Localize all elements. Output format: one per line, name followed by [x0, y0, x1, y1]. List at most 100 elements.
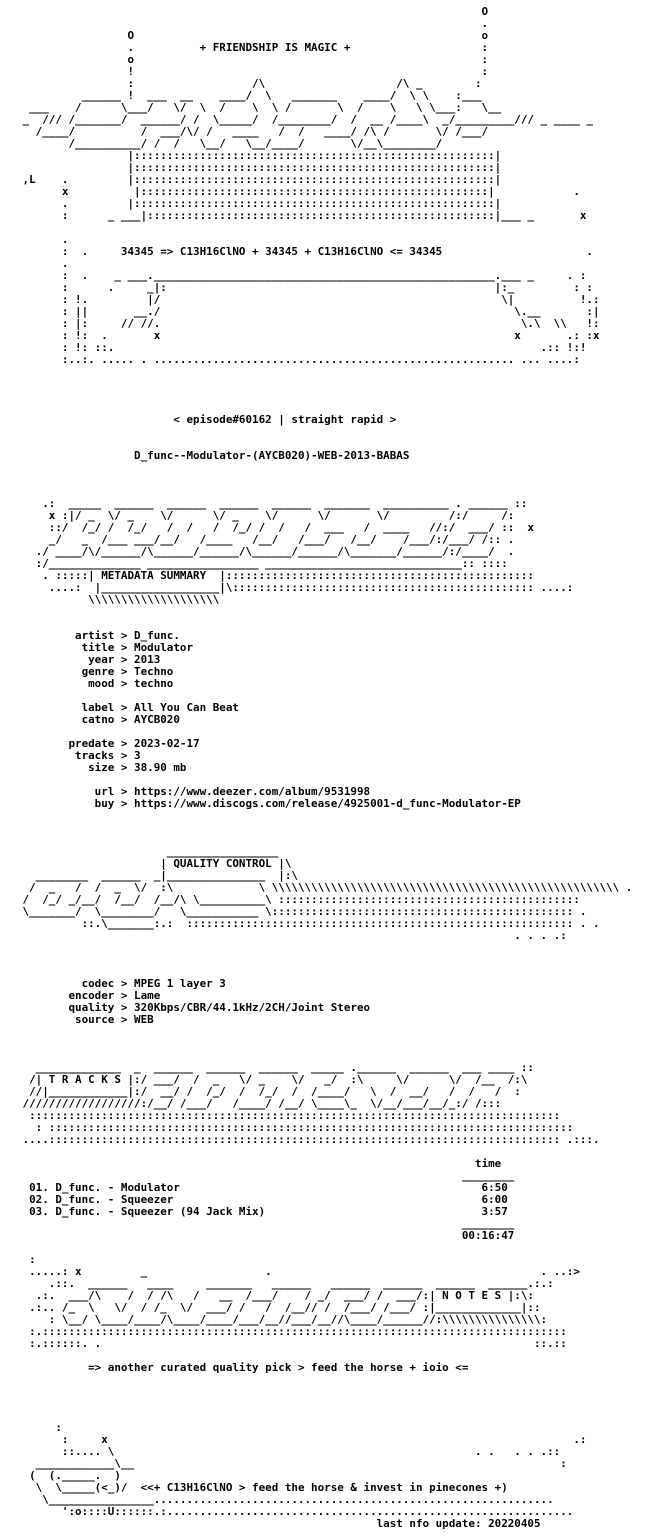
nfo-line: _/ _ /___ ___/__/ /____ /__/ /___/ /__/ … [16, 533, 515, 546]
nfo-line: year > 2013 [16, 653, 161, 666]
nfo-line [16, 810, 640, 822]
nfo-line: : [16, 1253, 36, 1266]
nfo-line: codec > MPEG 1 layer 3 [16, 977, 226, 990]
nfo-line: => another curated quality pick > feed t… [16, 1361, 469, 1374]
nfo-line: / _ / / _ \/ :\ \ \\\\\\\\\\\\\\\\\\\\\\… [16, 881, 633, 894]
nfo-line [16, 1410, 640, 1422]
nfo-line: ':o::::U::::::.:........................… [16, 1505, 574, 1518]
nfo-line [16, 462, 640, 474]
nfo-line: : ::::::::::::::::::::::::::::::::::::::… [16, 1121, 574, 1134]
nfo-line: _ /// /_______/ ______/ / \_____/ /_____… [16, 113, 593, 126]
nfo-line [16, 1026, 640, 1038]
nfo-line: : \__/ \____/____/\____/____/___/__//___… [16, 1313, 548, 1326]
nfo-line: .:. ___/\ / / /\ / __ /___/ / _/ ___/ / … [16, 1289, 534, 1302]
nfo-line: buy > https://www.discogs.com/release/49… [16, 797, 521, 810]
nfo-line [16, 1398, 640, 1410]
nfo-line: /| T R A C K S |:/ ___/ / _ \/ _ \/ _/ :… [16, 1073, 528, 1086]
nfo-line: . + FRIENDSHIP IS MAGIC + : [16, 41, 489, 54]
nfo-line: ___ / \___/ \/ \ / \ \ / \ / \ \ \___: \… [16, 101, 502, 114]
nfo-line: 00:16:47 [16, 1229, 515, 1242]
nfo-line: ::.... \ . . . . .:: [16, 1445, 561, 1458]
nfo-line: . [16, 233, 69, 246]
nfo-line: \________________.......................… [16, 1493, 554, 1506]
nfo-line: o : [16, 53, 489, 66]
nfo-line: : x .: [16, 1433, 587, 1446]
nfo-line: < episode#60162 | straight rapid > [16, 413, 397, 426]
nfo-line: ....::::::::::::::::::::::::::::::::::::… [16, 1133, 600, 1146]
nfo-line: :..:. ..... . ..........................… [16, 353, 580, 366]
nfo-line: :.::::::::::::::::::::::::::::::::::::::… [16, 1325, 567, 1338]
nfo-line: catno > AYCB020 [16, 713, 180, 726]
nfo-line [16, 942, 640, 954]
nfo-line: /__________/ / / \__/ \__/____/ \/__\___… [16, 137, 443, 150]
nfo-line [16, 1242, 640, 1254]
nfo-line: ::.\_______:.: :::::::::::::::::::::::::… [16, 917, 600, 930]
nfo-line: : !: ::. .:: !:! [16, 341, 587, 354]
nfo-line: time [16, 1157, 502, 1170]
nfo-line: url > https://www.deezer.com/album/95319… [16, 785, 371, 798]
nfo-line: x :|/ _ \/ _ \/ \/ _ \/ \/ \/ /:/ /: [16, 509, 515, 522]
nfo-line: . . . .: [16, 929, 567, 942]
nfo-line: : . _ ___.______________________________… [16, 269, 587, 282]
nfo-line [16, 1386, 640, 1398]
nfo-line: 03. D_func. - Squeezer (94 Jack Mix) 3:5… [16, 1205, 508, 1218]
nfo-line [16, 378, 640, 390]
nfo-line: : |: // //. \.\ \\ !: [16, 317, 600, 330]
nfo-line: :/______________ _________________ _____… [16, 557, 508, 570]
nfo-line [16, 1374, 640, 1386]
nfo-line: _________________ [16, 845, 285, 858]
nfo-line: : . 34345 => C13H16ClNO + 34345 + C13H16… [16, 245, 593, 258]
nfo-line: O [16, 6, 489, 18]
nfo-line: artist > D_func. [16, 629, 180, 642]
nfo-line [16, 822, 640, 834]
nfo-line: : || __./ \.__ :| [16, 305, 600, 318]
nfo-line: .....: x _ . . ..:> [16, 1265, 580, 1278]
nfo-line: . [16, 257, 69, 270]
nfo-line: |:::::::::::::::::::::::::::::::::::::::… [16, 149, 502, 162]
nfo-line: label > All You Can Beat [16, 701, 239, 714]
nfo-line: :.::::::. . ::.:: [16, 1337, 567, 1350]
nfo-line: title > Modulator [16, 641, 194, 654]
nfo-line: /____/ / ___/\/ / ____ / / ____/ /\ / \/… [16, 125, 489, 138]
nfo-line: . |:::::::::::::::::::::::::::::::::::::… [16, 197, 502, 210]
nfo-line: ________ [16, 1217, 515, 1230]
nfo-line [16, 366, 640, 378]
nfo-line [16, 474, 640, 486]
nfo-line: ....: |__________________|\:::::::::::::… [16, 581, 574, 594]
nfo-line: : _ ___|::::::::::::::::::::::::::::::::… [16, 209, 587, 222]
nfo-text-block: O . O o . + FRIENDSHIP IS MAGIC + [16, 6, 640, 1530]
nfo-line: ( (._____. ) [16, 1469, 121, 1482]
nfo-line: tracks > 3 [16, 749, 141, 762]
nfo-line: \ \_____(<_)/ <<+ C13H16ClNO > feed the … [16, 1481, 508, 1494]
nfo-line [16, 426, 640, 438]
nfo-line [16, 606, 640, 618]
nfo-line: : [16, 1421, 62, 1434]
nfo-line: ::/ /_/ / /_/ / / / /_/ / / / ___ / ____… [16, 521, 534, 534]
nfo-line: ./ ____/\/______/\______/______/\______/… [16, 545, 515, 558]
nfo-line: last nfo update: 20220405 [16, 1517, 541, 1530]
nfo-line [16, 954, 640, 966]
nfo-line: genre > Techno [16, 665, 174, 678]
nfo-line: ,L . |::::::::::::::::::::::::::::::::::… [16, 173, 502, 186]
nfo-line: source > WEB [16, 1013, 154, 1026]
nfo-line: : !. |/ \| !.: [16, 293, 600, 306]
nfo-line: .:.. /_ \ \/ / /_ \/ ___/ / / /__// / /_… [16, 1301, 541, 1314]
nfo-line: encoder > Lame [16, 989, 161, 1002]
nfo-line: ________ [16, 1169, 515, 1182]
nfo-line: predate > 2023-02-17 [16, 737, 200, 750]
nfo-line: .: _____ ______ ______ ______ ______ ___… [16, 497, 528, 510]
nfo-line: / /_/ _/__/ /__/ /__/\ \__________\ ::::… [16, 893, 580, 906]
nfo-line [16, 222, 640, 234]
nfo-line: : /\ /\ _ : [16, 77, 482, 90]
nfo-line: ____________\__ : [16, 1457, 567, 1470]
nfo-line [16, 390, 640, 402]
nfo-line: //////////////////:/__/ /___/ /____/ /__… [16, 1097, 502, 1110]
nfo-line: | QUALITY CONTROL |\ [16, 857, 292, 870]
nfo-line: . :::::| METADATA SUMMARY |:::::::::::::… [16, 569, 534, 582]
nfo-line: _____________ _ ______ ______ ______ ___… [16, 1061, 534, 1074]
nfo-line: : !: . x x .: :x [16, 329, 600, 342]
nfo-line: D_func--Modulator-(AYCB020)-WEB-2013-BAB… [16, 449, 410, 462]
nfo-line: size > 38.90 mb [16, 761, 187, 774]
nfo-line: quality > 320Kbps/CBR/44.1kHz/2CH/Joint … [16, 1001, 371, 1014]
nfo-line: ______ ! ___ __ ____/ \ _______ ____/ \ … [16, 89, 482, 102]
